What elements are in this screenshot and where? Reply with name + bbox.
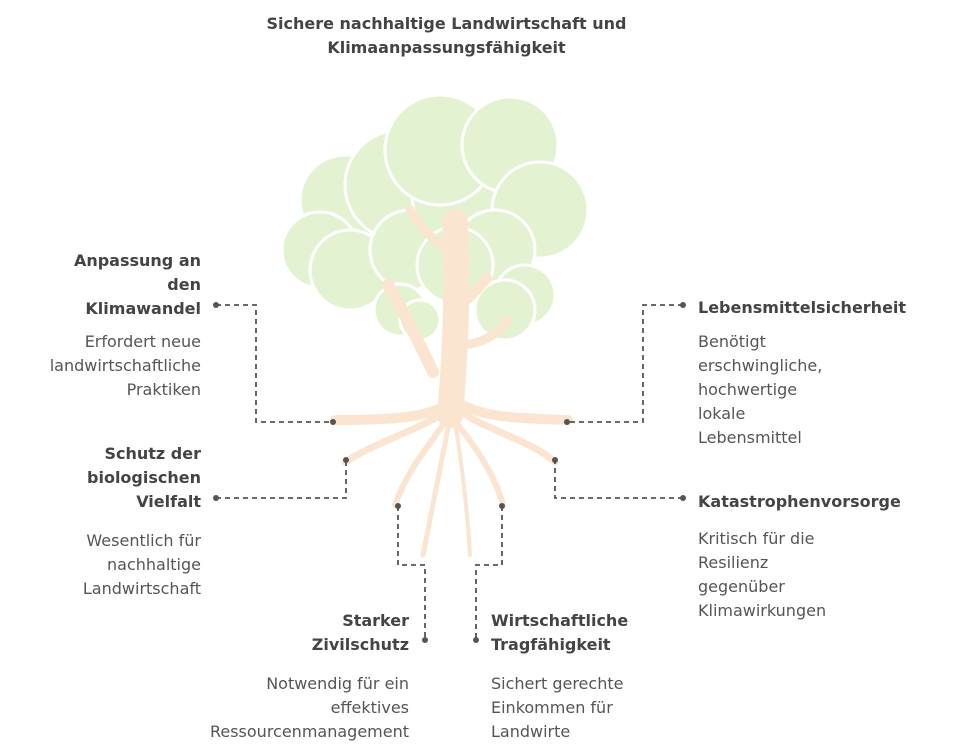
body-line: Erfordert neue xyxy=(84,332,201,351)
body-line: Landwirtschaft xyxy=(82,579,201,598)
body-line: gegenüber xyxy=(698,577,785,596)
item-wirtschaft-body: Sichert gerechte Einkommen für Landwirte xyxy=(491,672,628,744)
heading-line: Wirtschaftliche xyxy=(491,611,629,630)
item-lebensmittel: Lebensmittelsicherheit Benötigt erschwin… xyxy=(698,296,906,450)
title-line-2: Klimaanpassungsfähigkeit xyxy=(327,38,566,57)
heading-line: Katastrophenvorsorge xyxy=(698,492,901,511)
tree-trunk xyxy=(330,205,573,558)
body-line: Ressourcenmanagement xyxy=(209,722,409,741)
body-line: hochwertige xyxy=(698,380,798,399)
body-line: Praktiken xyxy=(126,380,201,399)
connector-wirtschaft xyxy=(475,506,503,640)
item-biodiversitaet-heading: Schutz der biologischen Vielfalt xyxy=(83,442,201,514)
body-line: effektives xyxy=(330,698,409,717)
diagram-title: Sichere nachhaltige Landwirtschaft und K… xyxy=(0,12,893,60)
tree-foliage xyxy=(280,93,590,342)
body-line: Kritisch für die xyxy=(698,529,815,548)
item-anpassung-heading: Anpassung an den Klimawandel xyxy=(50,249,201,321)
heading-line: Zivilschutz xyxy=(311,635,409,654)
item-katastrophen-heading: Katastrophenvorsorge xyxy=(698,490,901,514)
item-lebensmittel-body: Benötigt erschwingliche, hochwertige lok… xyxy=(698,330,906,450)
item-katastrophen-body: Kritisch für die Resilienz gegenüber Kli… xyxy=(698,527,901,623)
heading-line: Schutz der xyxy=(104,444,201,463)
item-zivilschutz-heading: Starker Zivilschutz xyxy=(210,609,409,657)
body-line: Klimawirkungen xyxy=(698,601,827,620)
heading-line: Lebensmittelsicherheit xyxy=(698,298,907,317)
connector-katastrophen xyxy=(554,460,683,499)
body-line: Lebensmittel xyxy=(698,428,802,447)
body-line: Sichert gerechte xyxy=(491,674,624,693)
item-katastrophen: Katastrophenvorsorge Kritisch für die Re… xyxy=(698,490,901,623)
body-line: landwirtschaftliche xyxy=(49,356,201,375)
item-wirtschaft-heading: Wirtschaftliche Tragfähigkeit xyxy=(491,609,628,657)
body-line: Notwendig für ein xyxy=(266,674,409,693)
item-anpassung-body: Erfordert neue landwirtschaftliche Prakt… xyxy=(50,330,201,402)
body-line: lokale xyxy=(698,404,746,423)
heading-line: den xyxy=(167,275,201,294)
heading-line: Klimawandel xyxy=(85,299,201,318)
item-biodiversitaet-body: Wesentlich für nachhaltige Landwirtschaf… xyxy=(83,529,201,601)
connector-anpassung xyxy=(216,304,333,423)
body-line: Resilienz xyxy=(698,553,769,572)
body-line: Landwirte xyxy=(491,722,571,741)
connector-dots xyxy=(213,302,686,643)
connector-lebensmittel xyxy=(567,304,683,423)
heading-line: Anpassung an xyxy=(73,251,201,270)
item-wirtschaft: Wirtschaftliche Tragfähigkeit Sichert ge… xyxy=(491,609,628,744)
body-line: Wesentlich für xyxy=(86,531,201,550)
item-anpassung: Anpassung an den Klimawandel Erfordert n… xyxy=(50,249,201,402)
connectors xyxy=(216,304,683,640)
title-line-1: Sichere nachhaltige Landwirtschaft und xyxy=(266,14,627,33)
heading-line: Tragfähigkeit xyxy=(491,635,611,654)
body-line: Benötigt xyxy=(698,332,766,351)
heading-line: Starker xyxy=(342,611,409,630)
heading-line: Vielfalt xyxy=(136,492,201,511)
body-line: erschwingliche, xyxy=(698,356,823,375)
body-line: nachhaltige xyxy=(107,555,201,574)
connector-zivilschutz xyxy=(397,506,426,640)
connector-biodiversitaet xyxy=(216,460,347,499)
heading-line: biologischen xyxy=(87,468,201,487)
item-zivilschutz-body: Notwendig für ein effektives Ressourcenm… xyxy=(210,672,409,744)
body-line: Einkommen für xyxy=(491,698,613,717)
item-biodiversitaet: Schutz der biologischen Vielfalt Wesentl… xyxy=(83,442,201,601)
item-lebensmittel-heading: Lebensmittelsicherheit xyxy=(698,296,906,320)
item-zivilschutz: Starker Zivilschutz Notwendig für ein ef… xyxy=(210,609,409,744)
